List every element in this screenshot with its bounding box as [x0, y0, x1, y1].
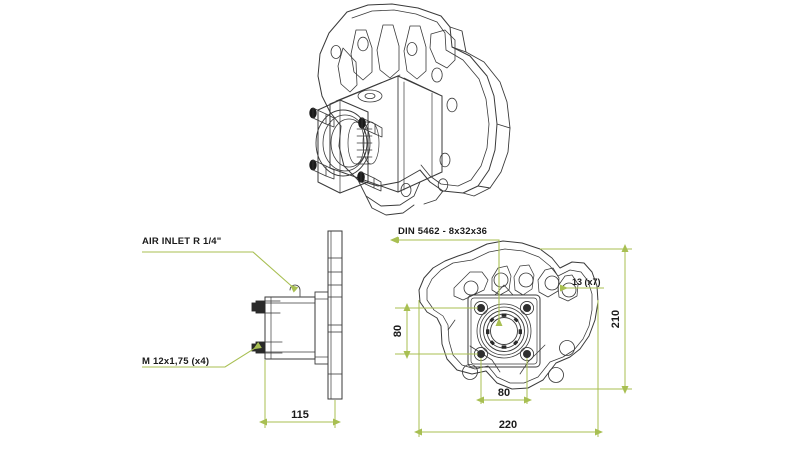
spline-leader-left-arrow	[391, 237, 399, 243]
side-view-annotations	[142, 251, 299, 368]
spline-center-marker	[398, 239, 503, 326]
front-rib-pockets	[453, 264, 579, 302]
air-inlet-leader	[142, 251, 299, 293]
iso-bracket-ribs	[337, 24, 456, 93]
bolt-hole	[548, 367, 564, 383]
spline-teeth	[486, 313, 522, 349]
iso-bracket-plate	[317, 3, 498, 194]
spline-leader	[398, 239, 503, 326]
bolt-hole	[493, 272, 509, 288]
dimension-pcd-horizontal	[476, 358, 532, 404]
iso-bracket-holes	[330, 36, 458, 192]
dimension-overall-width	[414, 300, 603, 437]
isometric-pump-bracket-view	[309, 3, 511, 216]
mounting-thread-leader	[142, 342, 262, 368]
iso-flange-studs	[309, 107, 383, 192]
bolt-hole	[544, 275, 560, 291]
front-bracket-inner-contour	[426, 248, 593, 384]
dimension-depth-value: 115	[291, 409, 309, 421]
iso-bracket-lower-arms	[357, 179, 444, 216]
bolt-hole	[518, 272, 534, 288]
bolt-hole	[559, 340, 575, 356]
dimension-overall-height-value: 210	[610, 310, 622, 328]
front-bracket-outline	[418, 240, 599, 390]
iso-flange-plate	[315, 99, 380, 194]
spline-label: DIN 5462 - 8x32x36	[398, 226, 487, 237]
dimension-pcd-vertical-value: 80	[392, 325, 404, 337]
dimension-pcd-vertical	[395, 303, 478, 359]
iso-bracket-edge	[449, 26, 511, 197]
dimension-pcd-horizontal-value: 80	[498, 387, 510, 399]
side-pump-body	[264, 296, 316, 360]
front-spline-hub	[476, 303, 532, 359]
front-square-flange	[467, 284, 541, 368]
dimension-overall-height	[540, 244, 632, 394]
dimension-depth-115	[259, 360, 341, 428]
front-lower-ribs	[447, 319, 546, 375]
bolt-hole	[462, 364, 478, 380]
air-inlet-label: AIR INLET R 1/4"	[142, 236, 222, 247]
bolt-holes-label: 13 (x7)	[572, 277, 601, 287]
dimension-overall-width-value: 220	[499, 419, 517, 431]
mounting-thread-label: M 12x1,75 (x4)	[142, 356, 209, 367]
